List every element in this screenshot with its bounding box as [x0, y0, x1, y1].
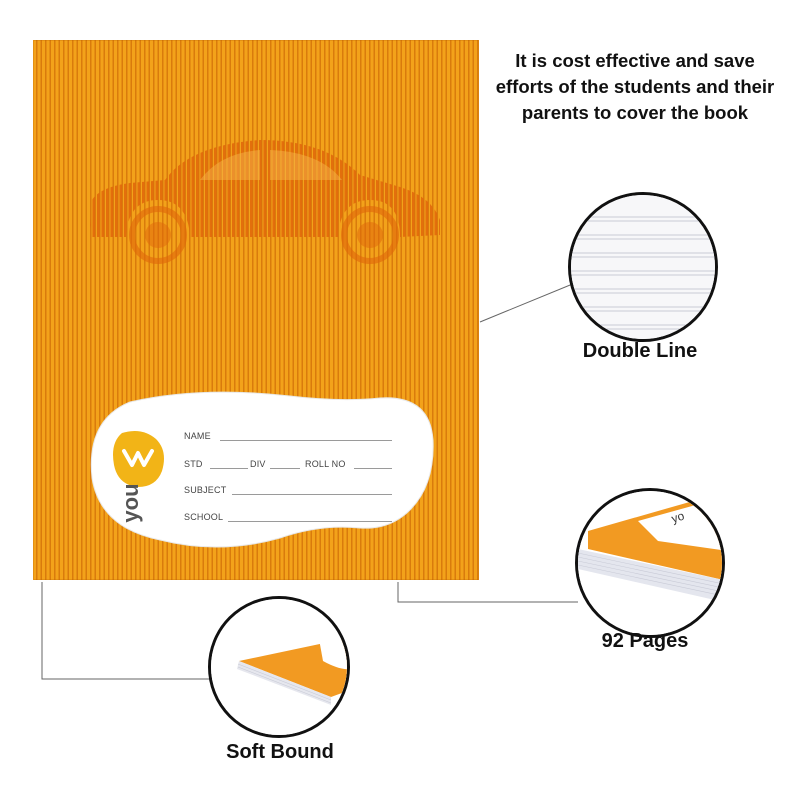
- car-graphic-icon: [90, 140, 440, 264]
- page-stack-detail: yo: [578, 491, 722, 635]
- youva-logo-icon: you: [113, 431, 164, 523]
- ruled-paper-detail: [571, 195, 715, 339]
- subject-field-line: [232, 494, 392, 495]
- pages-caption: 92 Pages: [601, 630, 689, 652]
- roll-no-field-label: ROLL NO: [305, 459, 346, 469]
- cover-edge-detail: [211, 599, 347, 735]
- double-line-zoom-circle: [568, 192, 718, 342]
- name-label-plate: [90, 391, 434, 548]
- soft-bound-caption: Soft Bound: [226, 741, 334, 763]
- school-field-line: [228, 521, 392, 522]
- std-field-label: STD: [184, 459, 203, 469]
- roll-no-field-line: [354, 468, 392, 469]
- subject-field-label: SUBJECT: [184, 485, 227, 495]
- connector-soft-bound: [41, 582, 210, 680]
- div-field-line: [270, 468, 300, 469]
- connector-pages: [397, 582, 578, 603]
- soft-bound-zoom-circle: [208, 596, 350, 738]
- svg-text:you: you: [118, 483, 143, 522]
- pages-zoom-circle: yo: [575, 488, 725, 638]
- std-field-line: [210, 468, 248, 469]
- name-field-line: [220, 440, 392, 441]
- svg-text:yo: yo: [670, 509, 687, 526]
- connector-double-line: [479, 282, 576, 323]
- school-field-label: SCHOOL: [184, 512, 224, 522]
- headline-text: It is cost effective and save efforts of…: [495, 50, 775, 123]
- div-field-label: DIV: [250, 459, 266, 469]
- name-field-label: NAME: [184, 431, 211, 441]
- double-line-caption: Double Line: [582, 340, 698, 362]
